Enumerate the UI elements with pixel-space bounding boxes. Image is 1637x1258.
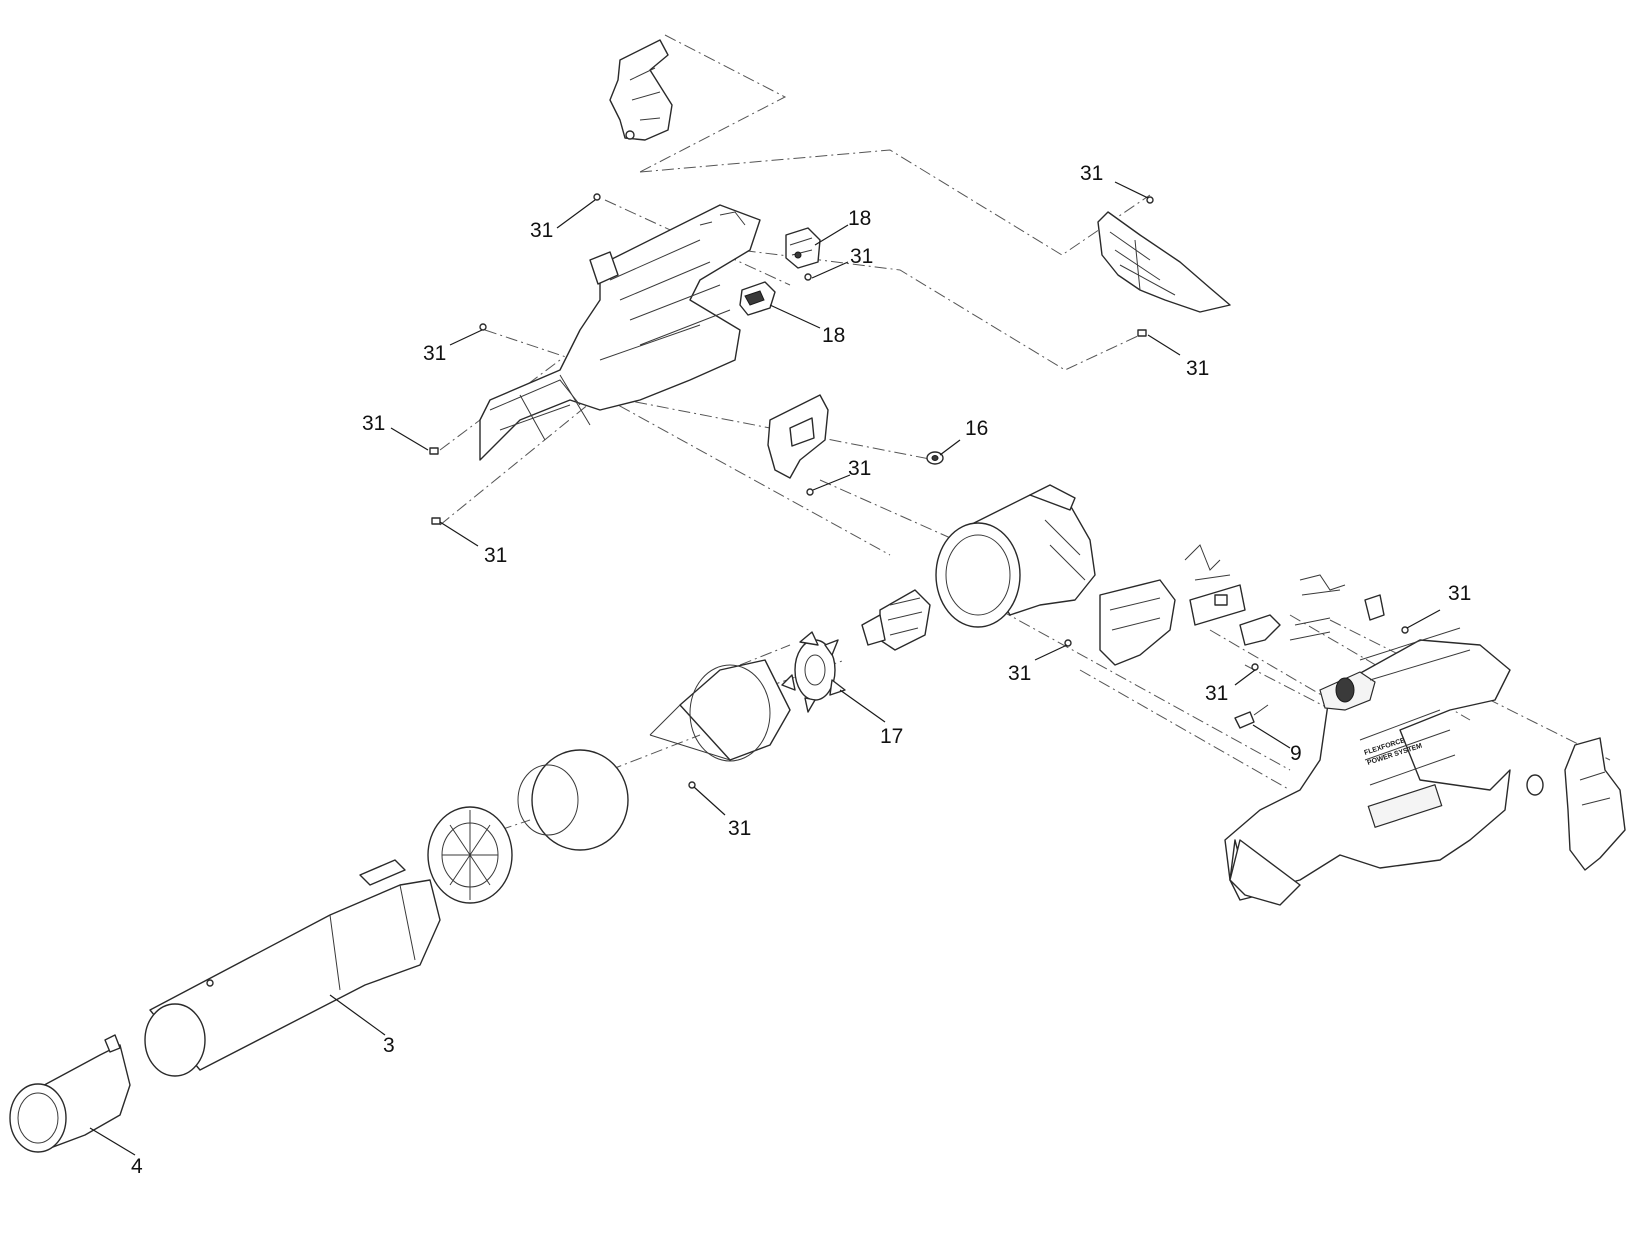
filter-ring	[427, 806, 513, 904]
motor-part	[861, 589, 931, 651]
fan-impeller	[781, 631, 846, 713]
callout-31-duct: 31	[728, 817, 751, 840]
washer-1	[429, 447, 439, 455]
blower-tube	[144, 859, 441, 1077]
callout-17: 17	[880, 725, 903, 748]
right-housing-half: FLEXFORCE POWER SYSTEM	[1224, 627, 1511, 901]
callout-31-top-left: 31	[530, 219, 553, 242]
battery-terminal	[1234, 704, 1269, 729]
washer-2	[1137, 329, 1147, 337]
switch-part-upper	[785, 227, 821, 269]
callout-labels: 31 31 18 31 18 31 31 31 16 31 31 31 31 3…	[131, 162, 1471, 1178]
callout-31-center-right: 31	[1205, 682, 1228, 705]
callout-31-housing: 31	[1008, 662, 1031, 685]
screw-1	[593, 193, 601, 201]
motor-cover-shell	[1099, 579, 1176, 666]
callout-31-left-upper: 31	[423, 342, 446, 365]
inlet-cover-panel	[767, 394, 829, 479]
small-bracket	[1364, 594, 1385, 621]
leader-lines	[89, 181, 1441, 1156]
screw-7	[1251, 663, 1259, 671]
callout-31-right-washer: 31	[1186, 357, 1209, 380]
motor-housing	[935, 484, 1096, 628]
top-bracket-part	[609, 39, 673, 141]
inlet-scoop	[1229, 839, 1301, 906]
callout-31-top-right: 31	[1080, 162, 1103, 185]
side-cover-bracket	[1564, 737, 1626, 871]
screws	[429, 193, 1409, 789]
screw-3	[1146, 196, 1154, 204]
screw-9	[688, 781, 696, 789]
callout-31-left-washer: 31	[362, 412, 385, 435]
bushing-part	[926, 451, 944, 465]
right-side-cover	[1097, 211, 1231, 313]
callout-9: 9	[1290, 742, 1302, 765]
trigger-lever	[1239, 614, 1281, 646]
callout-4: 4	[131, 1155, 143, 1178]
outlet-duct	[649, 659, 791, 762]
knob-part	[1526, 774, 1544, 796]
wire-harness	[1289, 574, 1346, 641]
duct-sleeve	[517, 749, 629, 851]
screw-2	[804, 273, 812, 281]
callout-31-panel: 31	[848, 457, 871, 480]
callout-16: 16	[965, 417, 988, 440]
nozzle-tip	[9, 1034, 131, 1153]
screw-8	[1401, 626, 1409, 634]
callout-31-switch: 31	[850, 245, 873, 268]
callout-18-upper: 18	[848, 207, 871, 230]
callout-31-right-upper: 31	[1448, 582, 1471, 605]
screw-5	[806, 488, 814, 496]
callout-18-lower: 18	[822, 324, 845, 347]
callout-3: 3	[383, 1034, 395, 1057]
screw-4	[479, 323, 487, 331]
screw-6	[1064, 639, 1072, 647]
callout-31-left-lower: 31	[484, 544, 507, 567]
left-housing-half	[479, 204, 761, 461]
switch-part-lower	[739, 281, 776, 316]
washer-3	[431, 517, 441, 525]
circuit-board	[1184, 544, 1246, 626]
